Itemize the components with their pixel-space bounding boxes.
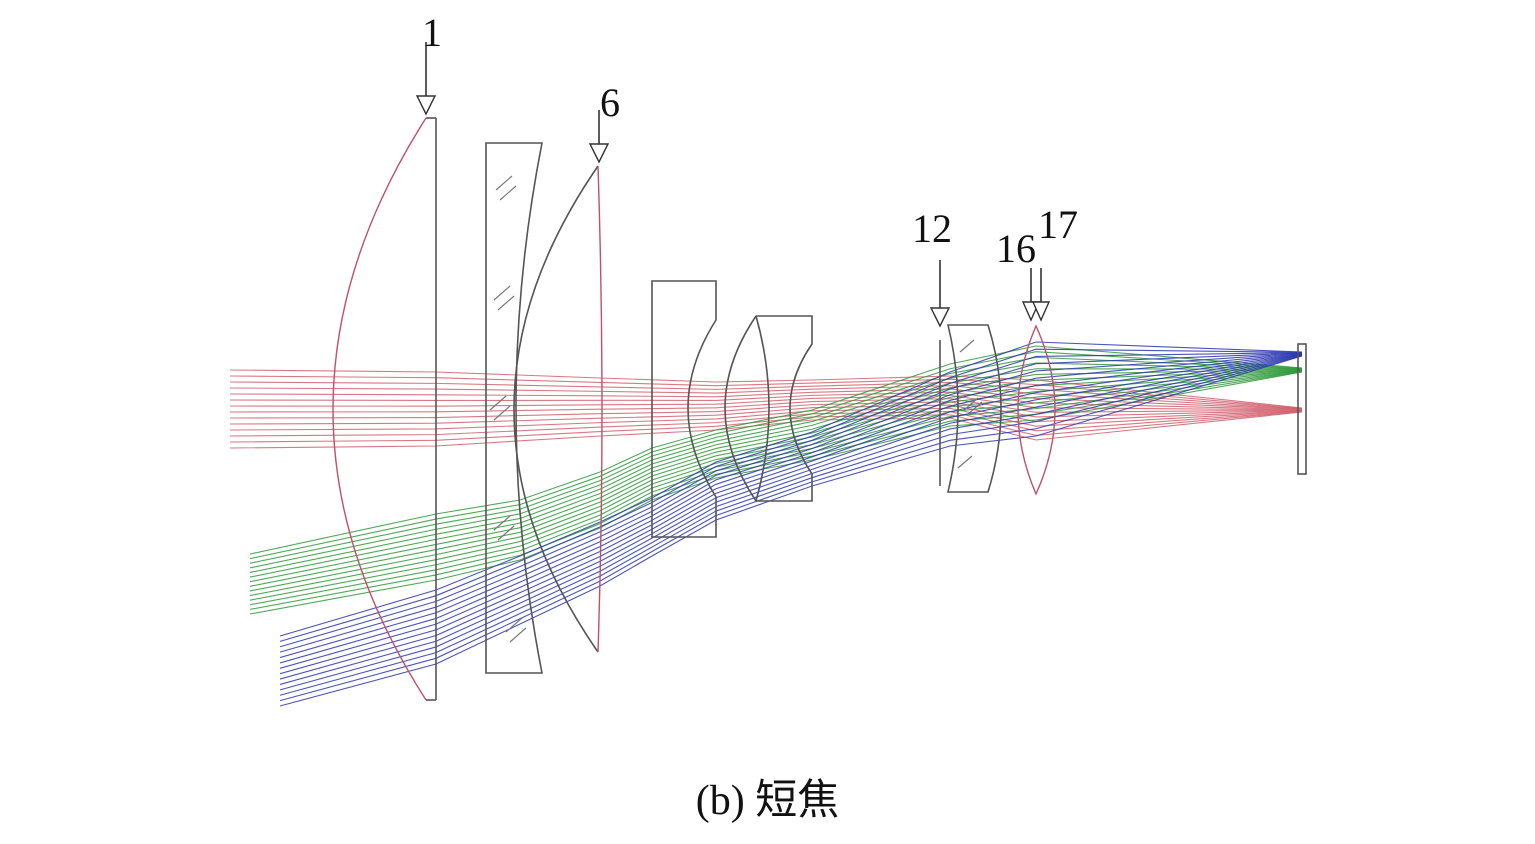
ray (229, 394, 1303, 411)
surface-label-16: 16 (996, 226, 1036, 271)
ray (229, 404, 1303, 425)
ray-bundle-edge-field (279, 341, 1303, 707)
ray (249, 345, 1303, 555)
ray (229, 369, 1303, 409)
surface-label-6: 6 (600, 80, 620, 125)
lens-element-6 (939, 324, 1002, 493)
lens-element-7 (1017, 324, 1056, 496)
ray (279, 353, 1303, 675)
ray (279, 353, 1303, 669)
ray (249, 351, 1303, 560)
lens-element-1 (332, 117, 437, 701)
lens-element-2 (485, 142, 543, 674)
arrow-surface-6 (588, 110, 610, 164)
ray (279, 341, 1303, 637)
ray (279, 352, 1303, 648)
ray (279, 353, 1303, 680)
ray (279, 354, 1303, 696)
ray (249, 369, 1303, 587)
arrow-surface-16 (1021, 268, 1041, 322)
ray (279, 352, 1303, 659)
ray (249, 369, 1303, 583)
arrow-surface-12 (929, 260, 951, 328)
ray (229, 401, 1303, 419)
ray (279, 355, 1303, 707)
ray (229, 411, 1303, 443)
ray (279, 354, 1303, 685)
ray (249, 370, 1303, 597)
lens-element-4 (651, 280, 717, 538)
surface-label-17: 17 (1038, 202, 1078, 247)
ray (279, 355, 1303, 702)
ray (229, 411, 1303, 449)
surface-label-1: 1 (422, 10, 442, 55)
ray (249, 370, 1303, 606)
lens-element-3 (513, 165, 603, 653)
ray (279, 352, 1303, 664)
ray (229, 388, 1303, 410)
lens-element-5 (724, 315, 813, 502)
ray-bundle-mid-field (249, 345, 1303, 615)
ray (229, 391, 1303, 411)
ray (279, 348, 1303, 642)
figure-caption: (b) 短焦 (695, 778, 840, 824)
ray (249, 369, 1303, 592)
arrow-surface-17 (1031, 268, 1051, 322)
ray (249, 371, 1303, 610)
image-plane (1297, 343, 1307, 475)
ray (229, 375, 1303, 409)
ray (229, 410, 1303, 437)
ray (249, 356, 1303, 564)
ray (279, 354, 1303, 691)
surface-label-12: 12 (912, 206, 952, 251)
ray-bundle-on-axis (229, 369, 1303, 449)
arrow-surface-1 (415, 42, 437, 116)
ray (279, 352, 1303, 653)
ray (229, 385, 1303, 410)
ray (249, 368, 1303, 578)
ray (249, 370, 1303, 601)
ray (249, 362, 1303, 569)
